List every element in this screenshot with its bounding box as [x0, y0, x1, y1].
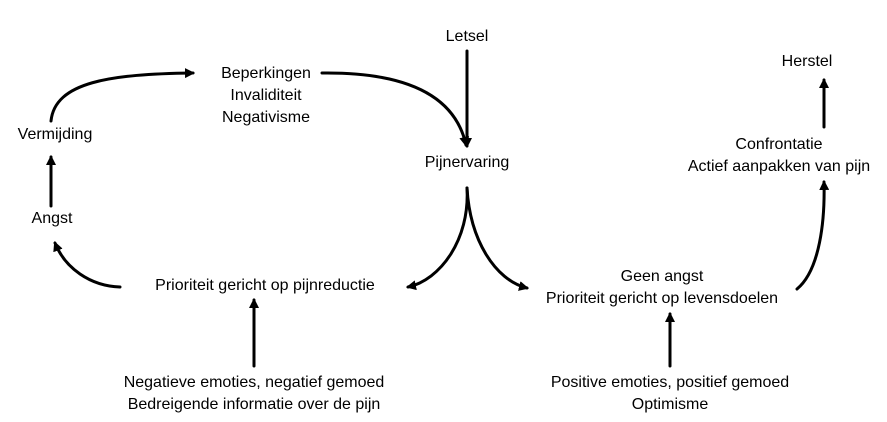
node-confrontatie-line-2: Actief aanpakken van pijn: [687, 158, 871, 175]
node-geen-angst-line-2: Prioriteit gericht op levensdoelen: [545, 290, 779, 307]
node-beperkingen: Beperkingen Invaliditeit Negativisme: [221, 63, 311, 129]
node-letsel-line-1: Letsel: [445, 28, 489, 45]
edge-pijnervaring-prioriteit-pijn: [406, 186, 469, 291]
node-beperkingen-line-3: Negativisme: [221, 109, 311, 126]
node-prioriteit-pijnreductie-line-1: Prioriteit gericht op pijnreductie: [155, 277, 375, 294]
edge-prioriteit-pijn-angst: [53, 241, 122, 289]
node-negatieve-emoties-line-2: Bedreigende informatie over de pijn: [127, 396, 381, 413]
node-vermijding: Vermijding: [18, 124, 93, 146]
node-angst-line-1: Angst: [31, 210, 73, 227]
node-geen-angst: Geen angst Prioriteit gericht op levensd…: [546, 266, 778, 310]
node-confrontatie: Confrontatie Actief aanpakken van pijn: [688, 134, 870, 178]
node-herstel: Herstel: [782, 51, 833, 73]
node-beperkingen-line-1: Beperkingen: [221, 65, 311, 82]
node-herstel-line-1: Herstel: [781, 53, 833, 70]
node-positieve-emoties: Positive emoties, positief gemoed Optimi…: [551, 372, 789, 416]
node-negatieve-emoties: Negatieve emoties, negatief gemoed Bedre…: [124, 372, 385, 416]
node-geen-angst-line-1: Geen angst: [620, 268, 704, 285]
edge-geen-angst-confrontatie: [795, 180, 830, 291]
node-confrontatie-line-1: Confrontatie: [735, 136, 823, 153]
node-pijnervaring-line-1: Pijnervaring: [424, 154, 510, 171]
node-pijnervaring: Pijnervaring: [425, 152, 509, 174]
node-letsel: Letsel: [446, 26, 489, 48]
node-negatieve-emoties-line-1: Negatieve emoties, negatief gemoed: [123, 374, 385, 391]
node-angst: Angst: [32, 208, 73, 230]
node-prioriteit-pijnreductie: Prioriteit gericht op pijnreductie: [155, 275, 375, 297]
edge-beperkingen-pijnervaring: [320, 71, 470, 147]
edge-pijnervaring-geen-angst: [465, 186, 529, 291]
node-positieve-emoties-line-2: Optimisme: [631, 396, 709, 413]
node-positieve-emoties-line-1: Positive emoties, positief gemoed: [550, 374, 790, 391]
node-beperkingen-line-2: Invaliditeit: [230, 87, 302, 104]
edge-vermijding-beperkingen: [49, 68, 195, 123]
node-vermijding-line-1: Vermijding: [17, 126, 93, 143]
